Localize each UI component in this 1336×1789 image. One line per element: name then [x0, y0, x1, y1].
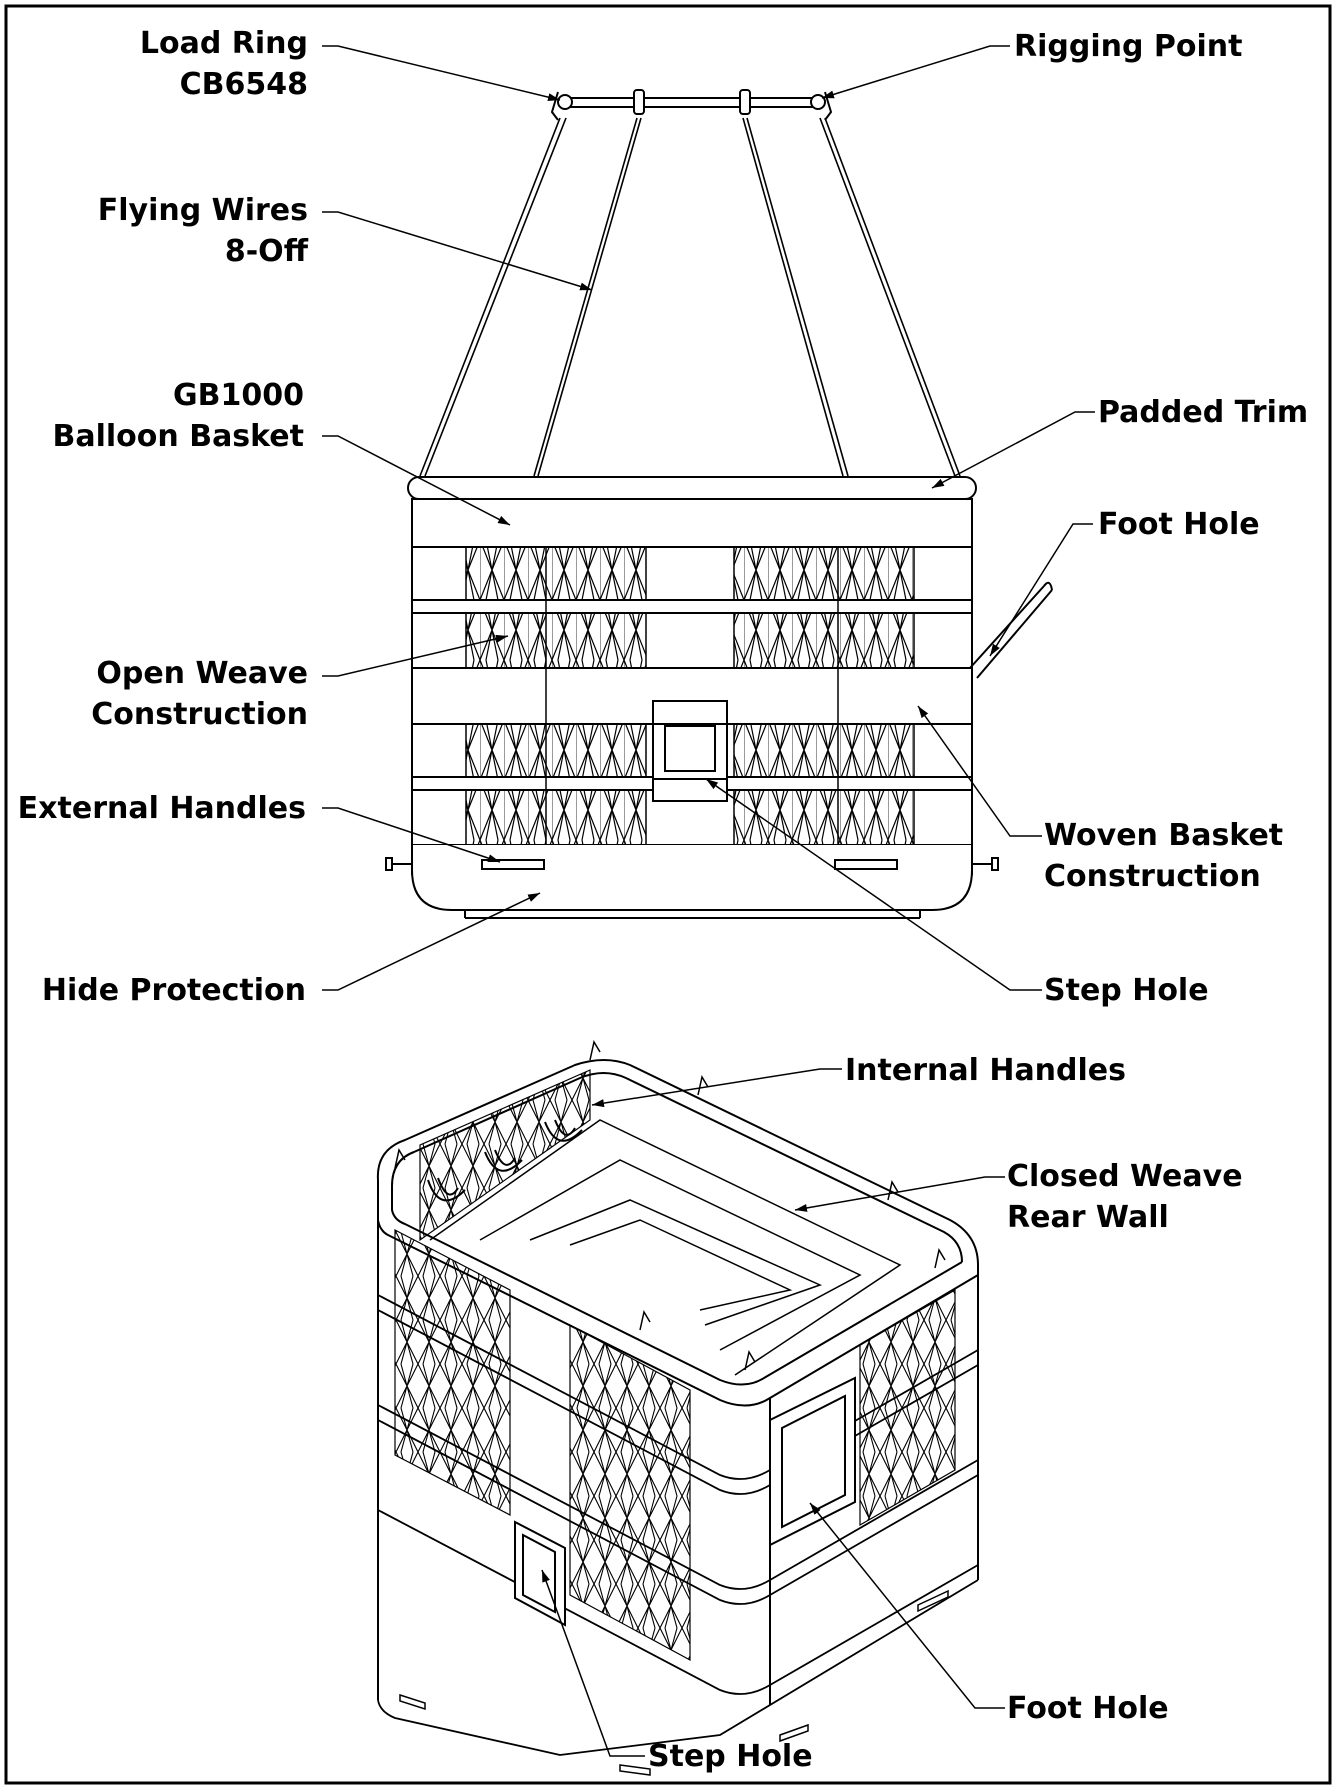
leader-foot-hole-bottom: [809, 1502, 1005, 1709]
leader-external-handles: [322, 807, 501, 863]
basket-isometric-view: [376, 1040, 979, 1776]
label-woven-basket: Woven Basket Construction: [1044, 815, 1283, 897]
label-padded-trim: Padded Trim: [1098, 395, 1309, 430]
leader-foot-hole-top: [989, 523, 1093, 657]
label-woven-basket-line1: Woven Basket: [1044, 818, 1284, 853]
sheet-border: [4, 4, 1332, 1785]
isometric-top-rim: [376, 1059, 979, 1275]
label-foot-hole-bottom: Foot Hole: [1007, 1691, 1169, 1726]
label-basket-model-line1: GB1000: [173, 378, 304, 413]
isometric-step-hole: [514, 1520, 566, 1627]
leader-rigging-point: [821, 45, 1010, 99]
label-basket-model: GB1000 Balloon Basket: [53, 375, 305, 457]
leader-step-hole-top: [705, 778, 1042, 991]
label-closed-weave-line1: Closed Weave: [1007, 1159, 1243, 1194]
leader-internal-handles: [591, 1068, 842, 1108]
label-step-hole-top: Step Hole: [1044, 973, 1209, 1008]
label-internal-handles: Internal Handles: [845, 1053, 1127, 1088]
label-rigging-point: Rigging Point: [1014, 29, 1243, 64]
label-basket-model-line2: Balloon Basket: [52, 419, 305, 454]
load-ring-graphic: [550, 89, 833, 121]
label-open-weave-line2: Construction: [91, 697, 308, 732]
leader-step-hole-bottom: [541, 1569, 645, 1757]
leader-load-ring: [322, 45, 561, 102]
label-open-weave: Open Weave Construction: [91, 653, 308, 735]
leader-flying-wires: [322, 211, 593, 291]
label-external-handles: External Handles: [17, 791, 306, 826]
label-load-ring-line1: Load Ring: [139, 26, 308, 61]
label-closed-weave-line2: Rear Wall: [1007, 1200, 1169, 1235]
isometric-weave-panels: [394, 1069, 956, 1662]
label-load-ring-line2: CB6548: [179, 67, 308, 102]
label-step-hole-bottom: Step Hole: [648, 1739, 813, 1774]
leader-woven-basket: [917, 705, 1042, 837]
label-closed-weave: Closed Weave Rear Wall: [1007, 1156, 1243, 1238]
label-hide-protection: Hide Protection: [41, 973, 306, 1008]
flying-wires-graphic: [419, 117, 961, 477]
foot-hole-graphic: [969, 581, 1053, 679]
isometric-foot-hole: [769, 1376, 856, 1547]
label-flying-wires-line1: Flying Wires: [97, 193, 308, 228]
internal-handles-graphic: [427, 1119, 583, 1202]
padded-trim-graphic: [407, 476, 977, 500]
label-open-weave-line1: Open Weave: [96, 656, 308, 691]
leader-basket-model: [322, 435, 511, 526]
leader-lines: [322, 45, 1095, 1757]
open-weave-panels: [465, 546, 915, 846]
label-flying-wires-line2: 8-Off: [224, 234, 308, 269]
hide-protection-graphic: [411, 845, 973, 911]
step-hole-graphic: [652, 700, 728, 802]
basket-front-elevation: [385, 89, 1053, 919]
leader-padded-trim: [931, 411, 1095, 489]
leader-open-weave: [322, 634, 509, 677]
label-load-ring: Load Ring CB6548: [140, 23, 308, 105]
label-foot-hole-top: Foot Hole: [1098, 507, 1260, 542]
leader-closed-weave: [794, 1176, 1005, 1212]
leader-hide-protection: [322, 892, 541, 991]
external-handles-graphic: [385, 857, 999, 871]
label-flying-wires: Flying Wires 8-Off: [98, 190, 308, 272]
label-woven-basket-line2: Construction: [1044, 859, 1261, 894]
